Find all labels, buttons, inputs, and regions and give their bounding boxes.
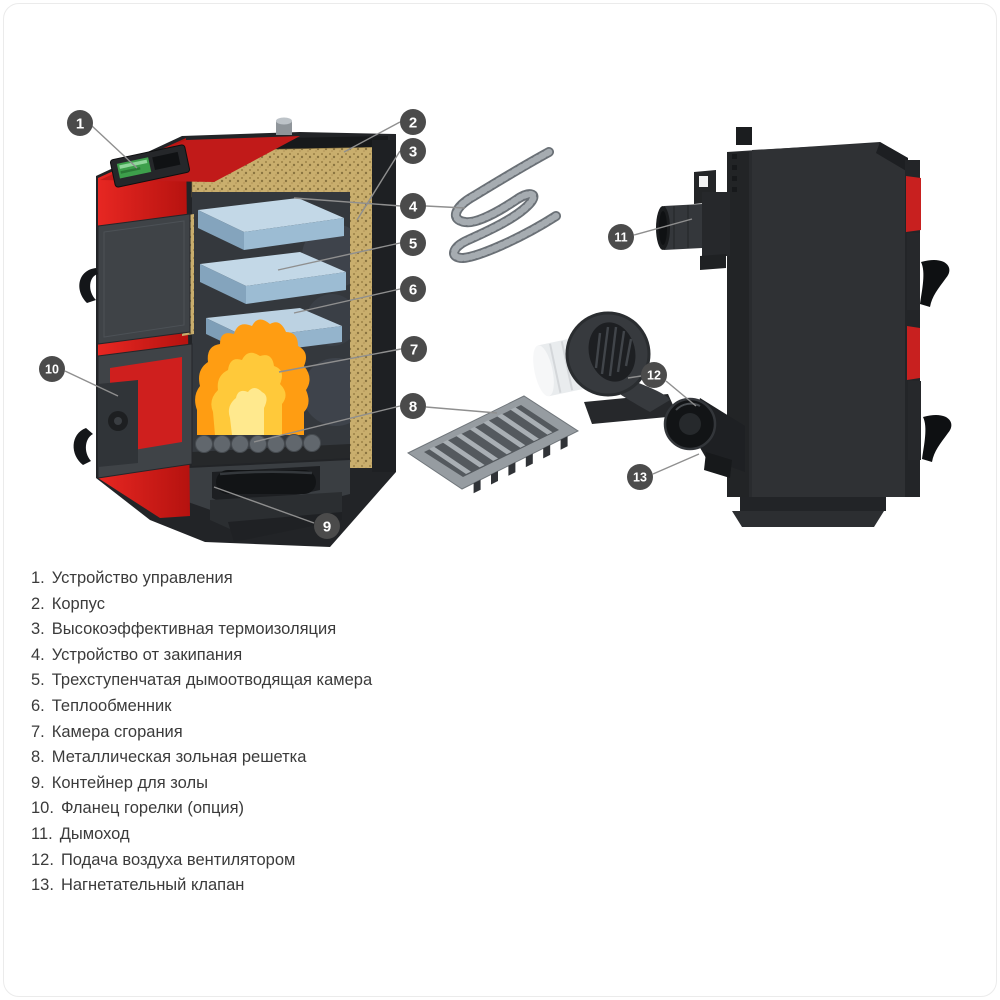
legend-number: 4. — [31, 645, 45, 664]
callout-1: 1 — [67, 110, 93, 136]
legend-label: Фланец горелки (опция) — [60, 799, 245, 818]
legend-label: Устройство управления — [51, 569, 233, 587]
legend-label: Устройство от закипания — [51, 645, 243, 664]
red-strip-lower — [907, 326, 920, 380]
callout-3: 3 — [400, 138, 426, 164]
callout-13: 13 — [627, 464, 653, 490]
legend-label: Металлическая зольная решетка — [51, 748, 307, 767]
legend-label: Подача воздуха вентилятором — [60, 850, 296, 869]
callout-11: 11 — [608, 224, 634, 250]
pressure-valve — [704, 452, 732, 478]
rear-handle-upper — [920, 260, 950, 307]
legend-item-2: 2. Корпус — [31, 592, 372, 618]
svg-text:10: 10 — [45, 363, 59, 377]
rear-handle-lower — [922, 415, 952, 462]
svg-text:11: 11 — [614, 231, 627, 245]
red-strip-upper — [906, 176, 921, 232]
legend-number: 11. — [31, 824, 53, 843]
boiler-cutaway-illustration — [73, 117, 396, 547]
legend-item-1: 1. Устройство управления — [31, 566, 372, 592]
callout-12: 12 — [641, 362, 667, 388]
upper-door-handle — [79, 268, 98, 303]
svg-text:2: 2 — [409, 115, 417, 132]
callout-6: 6 — [400, 276, 426, 302]
rear-base — [732, 497, 886, 527]
fan-grille-hatch — [594, 326, 633, 377]
legend-label: Нагнетательный клапан — [60, 876, 245, 895]
legend-item-7: 7. Камера сгорания — [31, 720, 372, 746]
grate-feet — [473, 436, 568, 494]
legend-item-10: 10. Фланец горелки (опция) — [31, 796, 372, 822]
callout-leader-lines — [64, 121, 700, 524]
legend-number: 9. — [31, 773, 45, 792]
svg-text:9: 9 — [323, 519, 331, 536]
upper-door — [79, 213, 191, 345]
legend-item-4: 4. Устройство от закипания — [31, 643, 372, 669]
legend-item-13: 13. Нагнетательный клапан — [31, 873, 372, 899]
legend-item-12: 12. Подача воздуха вентилятором — [31, 848, 372, 874]
ash-container — [216, 470, 316, 494]
lower-door — [73, 343, 193, 479]
rear-vents — [732, 154, 737, 192]
svg-text:4: 4 — [409, 199, 418, 216]
callout-9: 9 — [314, 513, 340, 539]
svg-text:5: 5 — [409, 236, 417, 253]
legend-number: 10. — [31, 799, 54, 818]
legend-label: Теплообменник — [51, 696, 172, 715]
legend-number: 13. — [31, 876, 54, 895]
pedestal — [210, 492, 342, 542]
callout-4: 4 — [400, 193, 426, 219]
legend-label: Контейнер для золы — [51, 773, 208, 792]
legend-label: Высокоэффективная термоизоляция — [51, 620, 337, 639]
air-supply-knob — [663, 397, 745, 478]
legend-number: 8. — [31, 748, 45, 767]
legend-number: 7. — [31, 722, 45, 741]
legend-label: Трехступенчатая дымоотводящая камера — [51, 671, 373, 690]
control-buttons — [152, 151, 181, 171]
boiler-diagram: 1 2 3 4 5 6 7 8 9 10 11 12 13 — [39, 109, 952, 547]
legend-item-11: 11. Дымоход — [31, 822, 372, 848]
svg-text:12: 12 — [647, 369, 661, 383]
ash-grate-illustration — [407, 395, 580, 494]
svg-text:1: 1 — [76, 116, 84, 133]
legend-number: 1. — [31, 569, 45, 587]
legend-label: Дымоход — [59, 824, 130, 843]
callout-10: 10 — [39, 356, 65, 382]
callout-5: 5 — [400, 230, 426, 256]
fan-blower-illustration — [533, 311, 678, 424]
legend-item-8: 8. Металлическая зольная решетка — [31, 745, 372, 771]
flame-icon — [195, 319, 310, 435]
rear-right-edge — [905, 160, 952, 497]
legend-number: 3. — [31, 620, 45, 639]
legend-item-5: 5. Трехступенчатая дымоотводящая камера — [31, 668, 372, 694]
rear-top-stub — [736, 127, 752, 145]
legend-number: 5. — [31, 671, 45, 690]
legend-number: 2. — [31, 594, 45, 613]
legend-label: Корпус — [51, 594, 105, 613]
boiler-rear-illustration — [656, 127, 952, 527]
cooling-coil-illustration — [449, 147, 561, 264]
svg-text:8: 8 — [409, 399, 417, 416]
legend-item-9: 9. Контейнер для золы — [31, 771, 372, 797]
callout-2: 2 — [400, 109, 426, 135]
callout-8: 8 — [400, 393, 426, 419]
legend-number: 6. — [31, 696, 45, 715]
svg-text:6: 6 — [409, 282, 417, 299]
lower-door-handle — [73, 428, 93, 465]
chimney-outlet — [656, 170, 730, 270]
parts-legend: 1. Устройство управления 2. Корпус 3. Высок… — [31, 566, 372, 899]
legend-label: Камера сгорания — [51, 722, 183, 741]
svg-text:3: 3 — [409, 144, 417, 161]
grate-slats — [429, 407, 553, 474]
svg-text:7: 7 — [410, 342, 418, 359]
svg-text:13: 13 — [633, 471, 647, 485]
control-panel — [109, 144, 191, 188]
legend-item-6: 6. Теплообменник — [31, 694, 372, 720]
legend-item-3: 3. Высокоэффективная термоизоляция — [31, 617, 372, 643]
legend-number: 12. — [31, 850, 54, 869]
insulation-side — [350, 150, 372, 468]
callout-7: 7 — [401, 336, 427, 362]
top-stub-icon — [276, 117, 292, 135]
casing-right-wall — [372, 140, 396, 472]
